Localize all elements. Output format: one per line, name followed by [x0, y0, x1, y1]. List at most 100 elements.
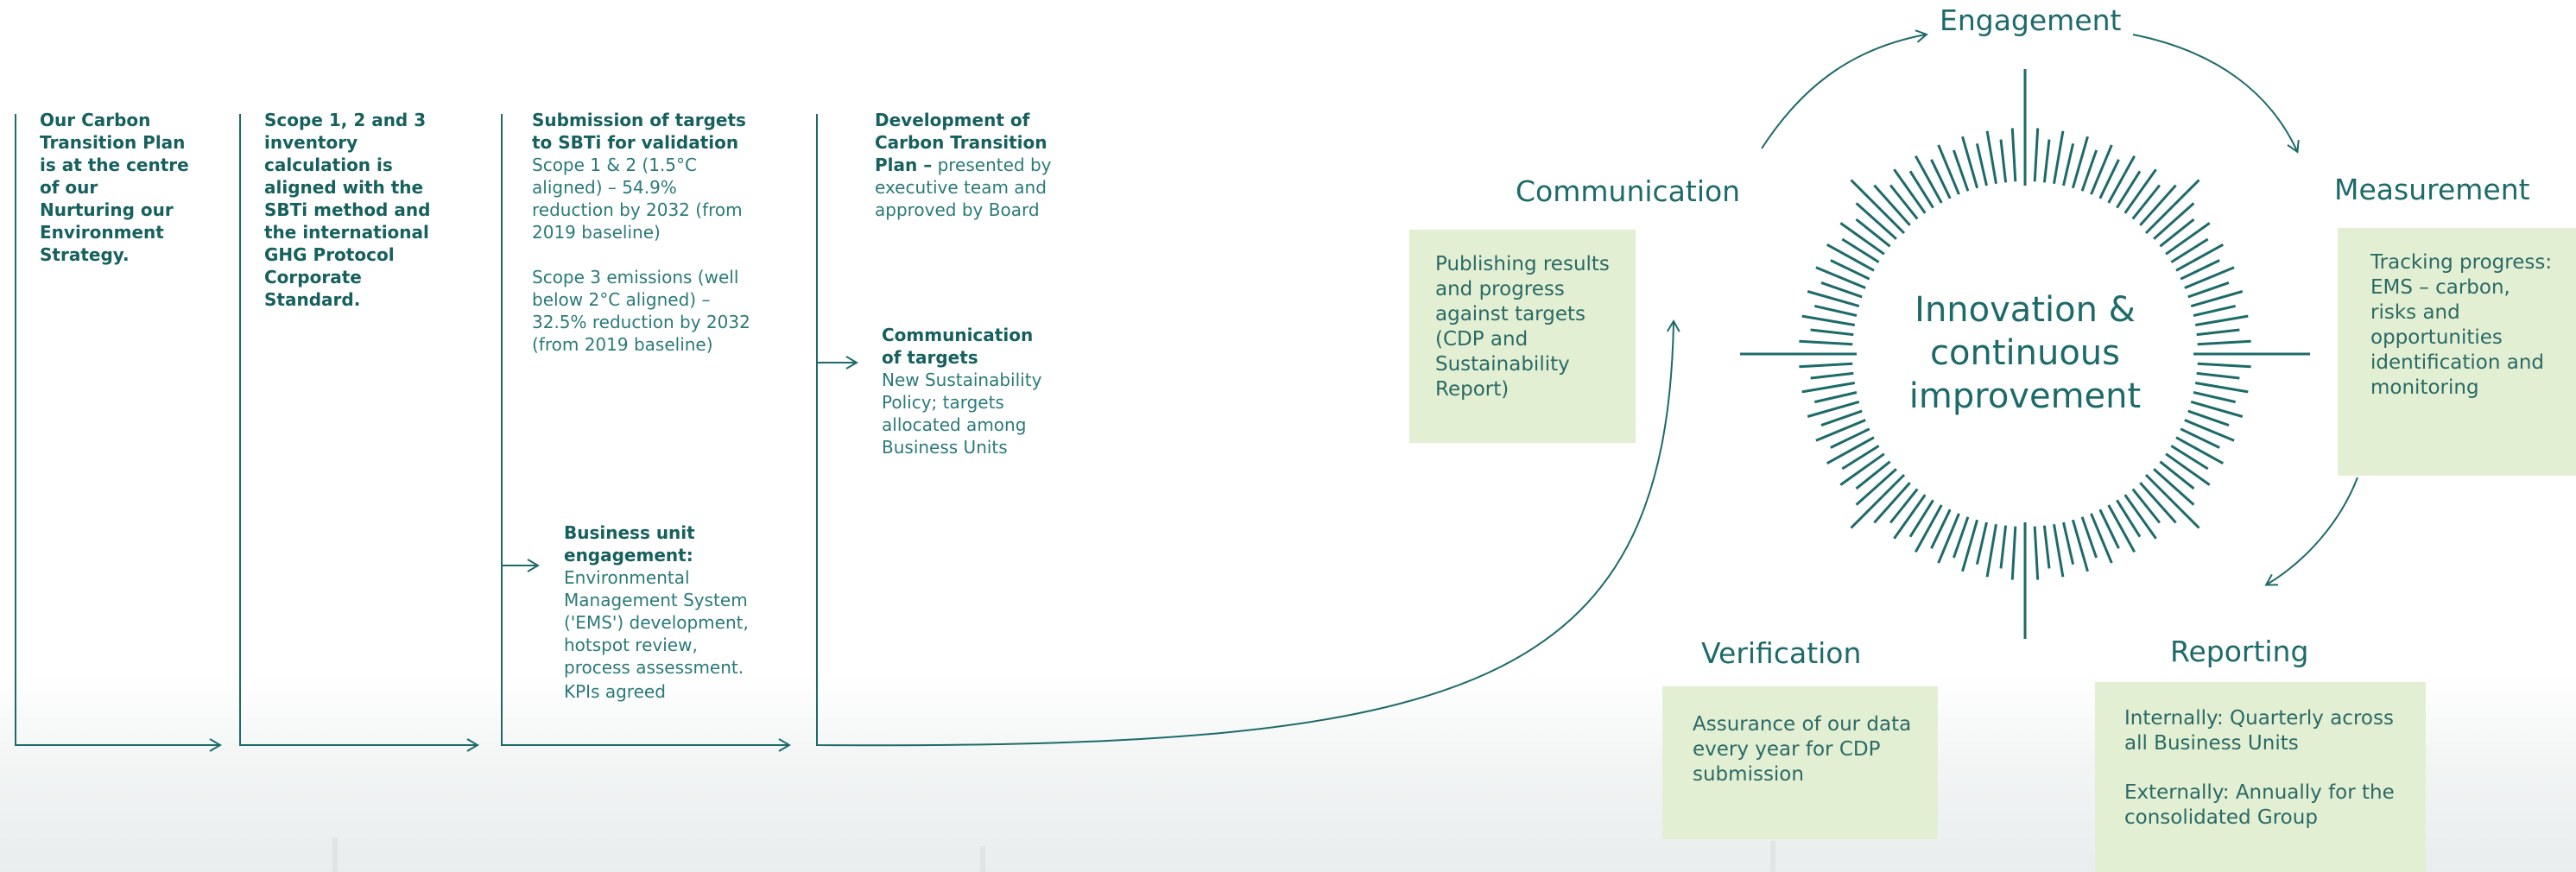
sunburst-ray — [2116, 499, 2142, 538]
sunburst-ray — [2090, 513, 2113, 564]
engagement-heading: Engagement — [1940, 3, 2122, 37]
sunburst-ray — [1893, 494, 1927, 540]
verification-heading: Verification — [1701, 636, 1862, 670]
sunburst-ray — [1807, 400, 1860, 418]
sunburst-ray — [2033, 128, 2040, 182]
sunburst-ray — [1975, 142, 1988, 186]
sunburst-ray — [2080, 516, 2098, 559]
sunburst-ray — [1810, 328, 1854, 337]
sunburst-ray — [2010, 526, 2017, 580]
sunburst-ray — [2116, 170, 2142, 209]
col2-bold: Scope 1, 2 and 3 inventory calculation i… — [264, 110, 431, 310]
sunburst-ray — [2193, 391, 2237, 404]
reporting-box: Internally: Quarterly across all Busines… — [2095, 682, 2426, 872]
sunburst-ray — [1914, 155, 1943, 204]
sunburst-ray — [2139, 184, 2177, 226]
arrow-to-reporting — [2264, 477, 2358, 586]
sunburst-ray — [2196, 371, 2240, 380]
sunburst-ray — [2131, 184, 2161, 220]
sunburst-ray — [1815, 419, 1866, 442]
sunburst-ray — [1813, 304, 1858, 317]
sunburst-ray — [1952, 149, 1970, 192]
sunburst-ray — [2123, 494, 2157, 540]
sunburst-ray — [2193, 304, 2237, 317]
sunburst-ray — [1801, 382, 1856, 394]
sunburst-ray — [1830, 427, 1870, 449]
business-unit-kpis: KPIs agreed — [564, 681, 666, 702]
sunburst-ray — [2196, 328, 2240, 337]
sunburst-ray — [2042, 525, 2051, 569]
sunburst-ray — [2053, 523, 2065, 578]
sunburst-ray — [2187, 281, 2230, 299]
sunburst-ray — [1799, 339, 1853, 346]
sunburst-ray — [1855, 468, 1897, 506]
sunburst-ray — [2123, 168, 2157, 214]
sunburst-ray — [2159, 218, 2195, 248]
sunburst-ray — [1799, 362, 1853, 369]
communication-box: Publishing results and progress against … — [1409, 230, 1636, 443]
sunburst-ray — [1985, 523, 1997, 578]
col4-text: Development of Carbon Transition Plan – … — [875, 109, 1052, 221]
sunburst-ray — [1937, 144, 1960, 195]
sunburst-ray — [1841, 445, 1880, 471]
sunburst-ray — [1807, 290, 1860, 308]
measurement-box-text: Tracking progress: EMS – carbon, risks a… — [2370, 251, 2553, 399]
sunburst-ray — [2071, 136, 2089, 189]
sunburst-ray — [2010, 128, 2017, 182]
sunburst-ray — [1830, 259, 1870, 281]
sunburst-ray — [1826, 436, 1875, 465]
sunburst-ray — [1801, 314, 1856, 326]
sunburst-ray — [1826, 243, 1875, 272]
sunburst-ray — [2197, 339, 2251, 346]
cycle-center-text: Innovation & continuous improvement — [1908, 290, 2142, 416]
sunburst-ray — [1873, 184, 1911, 226]
background-mark — [980, 846, 985, 872]
sunburst-ray — [1961, 136, 1979, 189]
sunburst-ray — [2062, 142, 2075, 186]
timeline-bracket-3 — [501, 114, 791, 752]
background-mark — [332, 837, 338, 872]
sunburst-ray — [1850, 473, 1906, 529]
col4-detail: presented by executive team and approved… — [875, 155, 1052, 220]
communication-heading: Communication — [1516, 174, 1741, 208]
sunburst-ray — [1850, 179, 1906, 235]
verification-box: Assurance of our data every year for CDP… — [1662, 686, 1938, 839]
sunburst-ray — [2144, 473, 2200, 529]
sunburst-ray — [2180, 259, 2220, 281]
sunburst-graphic — [1740, 69, 2310, 639]
sunburst-ray — [2071, 519, 2089, 572]
communication-box-text: Publishing results and progress against … — [1435, 253, 1610, 401]
timeline-bracket-2 — [239, 114, 479, 752]
business-unit-text: Business unit engagement: Environmental … — [564, 521, 763, 703]
sunburst-ray — [1820, 409, 1863, 427]
sunburst-ray — [2187, 409, 2230, 427]
background-mark — [1770, 841, 1775, 872]
sunburst-ray — [1914, 504, 1943, 553]
sunburst-ray — [2159, 460, 2195, 490]
sunburst-ray — [2197, 362, 2251, 369]
sunburst-ray — [1908, 499, 1934, 538]
measurement-box: Tracking progress: EMS – carbon, risks a… — [2338, 228, 2576, 476]
sunburst-ray — [2080, 149, 2098, 192]
sunburst-ray — [2153, 468, 2195, 506]
sunburst-ray — [2139, 482, 2177, 524]
sunburst-ray — [1839, 222, 1885, 256]
communication-targets-detail: New Sustainability Policy; targets alloc… — [882, 370, 1042, 458]
sunburst-ray — [2153, 202, 2195, 240]
sunburst-ray — [2190, 400, 2244, 418]
sunburst-ray — [2194, 382, 2249, 394]
sunburst-ray — [1889, 488, 1919, 524]
communication-targets-bold: Communication of targets — [882, 325, 1034, 368]
sunburst-ray — [2165, 222, 2211, 256]
sunburst-ray — [1961, 519, 1979, 572]
sunburst-ray — [1810, 371, 1854, 380]
sunburst-ray — [2190, 290, 2244, 308]
sunburst-ray — [2180, 427, 2220, 449]
col4-bold: Development of Carbon Transition Plan – — [875, 110, 1047, 175]
sunburst-ray — [2170, 445, 2209, 471]
sunburst-ray — [2098, 159, 2120, 199]
business-unit-bold: Business unit engagement: — [564, 522, 695, 566]
sunburst-ray — [1930, 509, 1952, 549]
sunburst-ray — [2098, 509, 2120, 549]
